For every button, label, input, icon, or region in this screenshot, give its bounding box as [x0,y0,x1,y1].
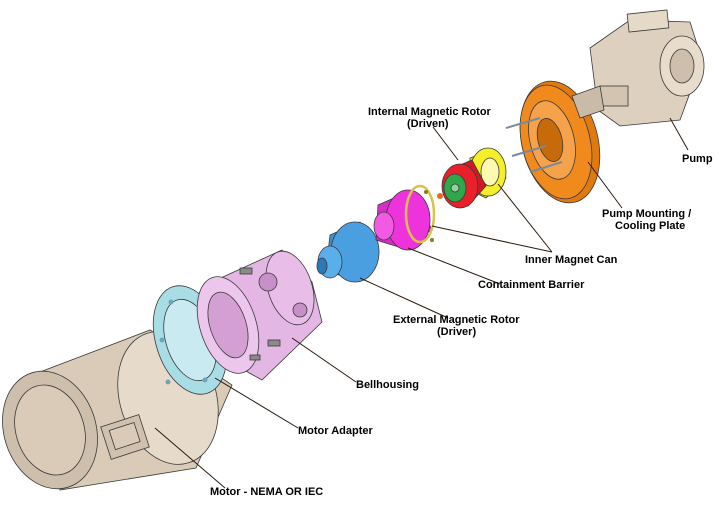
label-motor: Motor - NEMA OR IEC [210,486,323,498]
leader-inner-can-b [431,225,553,253]
labels: Internal Magnetic Rotor (Driven) Pump Pu… [210,106,713,498]
leader-motor [154,427,226,489]
label-mounting-line2: Cooling Plate [615,220,685,232]
pump-mounting-plate [505,80,601,204]
leader-mounting-plate [587,161,623,209]
leader-adapter [214,377,299,429]
leader-inner-can-a [497,183,553,253]
external-magnetic-rotor [316,221,380,283]
leader-barrier [407,247,501,285]
label-motor-adapter: Motor Adapter [298,425,373,437]
label-containment-barrier: Containment Barrier [478,279,585,291]
leader-lines [154,117,689,489]
pump [571,9,705,127]
containment-barrier [373,184,436,251]
label-pump: Pump [682,153,713,165]
label-inner-magnet-can: Inner Magnet Can [525,254,618,266]
label-bellhousing: Bellhousing [356,379,419,391]
label-external-rotor-line1: External Magnetic Rotor [393,314,520,326]
label-mounting-line1: Pump Mounting / [602,208,691,220]
bellhousing [196,249,323,381]
label-external-rotor-line2: (Driver) [437,326,476,338]
internal-magnetic-rotor [437,159,487,209]
inner-magnet-can [469,147,507,199]
leader-bellhousing [291,337,357,383]
label-internal-rotor-line1: Internal Magnetic Rotor [368,106,492,118]
leader-external-rotor [359,277,449,319]
leader-internal-rotor [432,126,459,161]
label-internal-rotor-line2: (Driven) [407,118,449,130]
leader-pump [669,117,689,151]
